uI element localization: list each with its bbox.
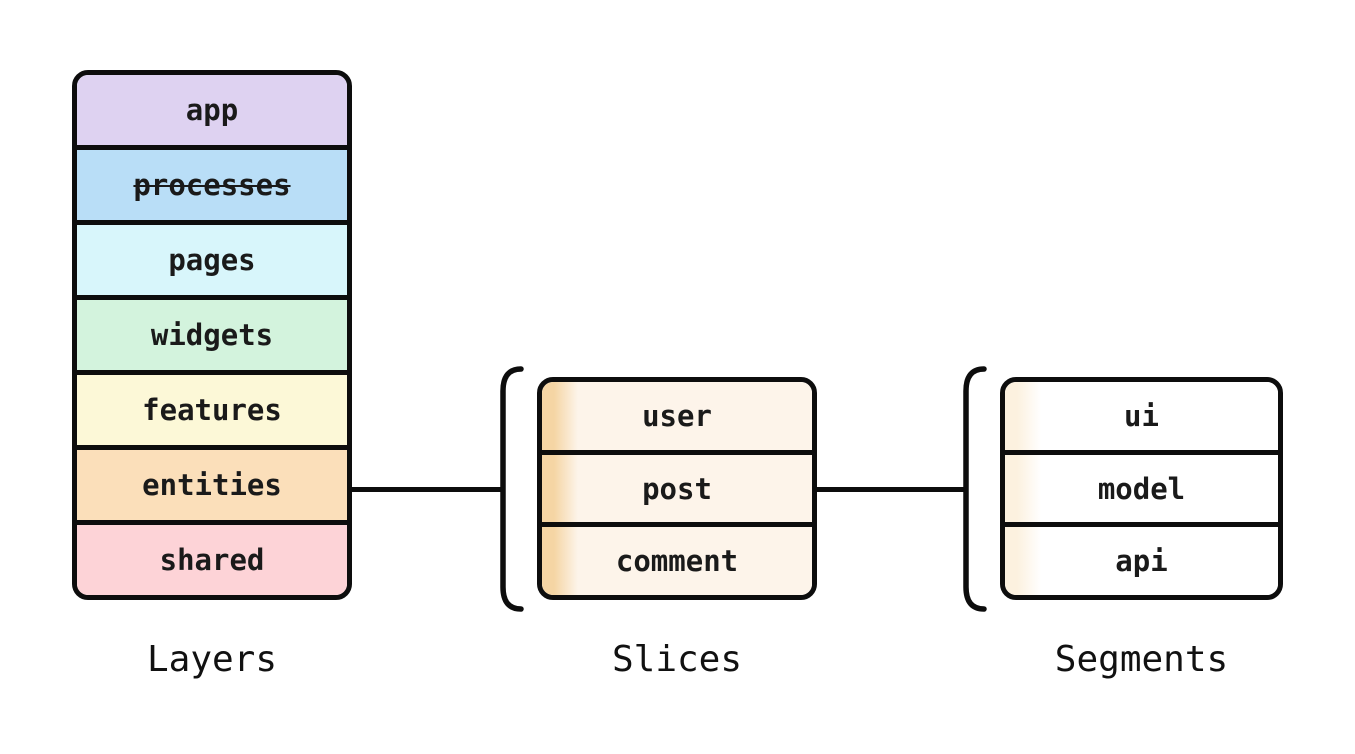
layer-label-entities: entities: [142, 468, 282, 502]
layer-label-shared: shared: [159, 543, 265, 577]
layer-row-pages: pages: [77, 220, 347, 295]
segment-row-api: api: [1005, 522, 1278, 595]
layer-row-shared: shared: [77, 520, 347, 595]
segments-stack: ui model api: [1000, 377, 1283, 600]
slice-row-user: user: [542, 382, 812, 450]
slices-bracket-icon: [500, 366, 524, 612]
segments-bracket-icon: [963, 366, 987, 612]
slice-label-post: post: [642, 471, 712, 506]
layer-row-features: features: [77, 370, 347, 445]
segment-label-model: model: [1097, 471, 1186, 506]
connector-line-layers-to-slices: [350, 487, 505, 492]
slices-stack: user post comment: [537, 377, 817, 600]
layer-row-entities: entities: [77, 445, 347, 520]
layer-label-processes: processes: [133, 168, 291, 202]
layer-label-features: features: [142, 393, 282, 427]
segment-row-ui: ui: [1005, 382, 1278, 450]
layer-row-app: app: [77, 75, 347, 145]
segment-row-model: model: [1005, 449, 1278, 523]
slice-label-user: user: [642, 398, 712, 433]
slice-row-comment: comment: [542, 522, 812, 595]
layers-stack: app processes pages widgets features ent…: [72, 70, 352, 600]
segment-label-api: api: [1115, 544, 1168, 579]
layers-caption: Layers: [146, 639, 278, 680]
segment-label-ui: ui: [1124, 398, 1159, 433]
connector-line-slices-to-segments: [815, 487, 968, 492]
layer-row-widgets: widgets: [77, 295, 347, 370]
layer-row-processes: processes: [77, 145, 347, 220]
layer-label-widgets: widgets: [150, 318, 274, 352]
layer-label-app: app: [185, 93, 239, 127]
segments-caption: Segments: [1054, 639, 1229, 680]
layer-label-pages: pages: [168, 243, 256, 277]
slice-row-post: post: [542, 449, 812, 523]
slice-label-comment: comment: [615, 544, 739, 579]
slices-caption: Slices: [611, 639, 743, 680]
